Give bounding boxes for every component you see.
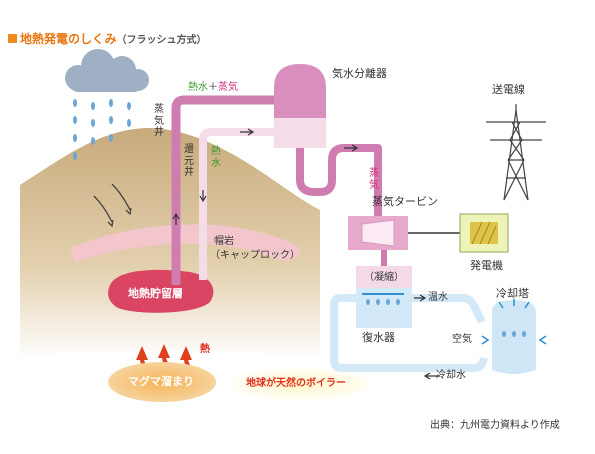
reinjection-pipe [199,128,278,280]
steam-well-pipe [171,95,278,285]
condenser-drops [366,299,400,305]
label-cooling-water: 冷却水 [436,370,466,381]
title-sub: （フラッシュ方式） [116,35,207,46]
cooling-flow-arrows [414,294,440,380]
label-condenser: 復水器 [362,331,395,344]
condensation-box [356,266,412,288]
caprock-layer [70,224,300,262]
label-reservoir: 地熱貯留層 [128,287,183,300]
label-steam: 蒸気 [218,82,238,93]
label-air: 空気 [452,334,472,345]
label-hot-water: 熱水 [188,82,208,93]
label-heat: 熱 [200,344,210,355]
rain-drops [73,99,131,160]
title-main: 地熱発電のしくみ [20,32,117,46]
magma-chamber [108,362,216,402]
title-marker-icon [8,34,17,43]
generator-housing [459,213,509,253]
label-separator: 気水分離器 [332,67,387,80]
label-boiler: 地球が天然のボイラー [246,378,346,389]
page-title: 地熱発電のしくみ（フラッシュ方式） [8,30,206,47]
label-hot-water-vertical: 熱水 [211,146,221,169]
label-caprock-1: 帽岩 [214,236,234,247]
label-caprock-2: （キャップロック） [210,250,300,261]
cooling-tower-arrows [481,299,547,345]
label-hot-water-plus-steam: 熱水＋蒸気 [188,82,238,94]
label-reinjection-well: 還元井 [184,144,194,178]
flow-arrows [172,128,359,225]
turbine-rotor [361,219,395,247]
cooling-loop [330,294,488,372]
boiler-glow [230,368,370,400]
label-cooling-tower: 冷却塔 [496,287,529,300]
cloud-icon [65,49,149,92]
generator-core [470,222,498,244]
label-transmission: 送電線 [492,83,525,96]
label-turbine: 蒸気タービン [372,195,438,208]
label-steam-well: 蒸気井 [154,104,164,138]
source-note: 出典：九州電力資料より作成 [430,420,560,431]
generator-hatch [471,221,497,245]
label-condensation: （凝縮） [364,272,404,283]
label-magma: マグマ溜まり [128,375,194,388]
label-plus: ＋ [208,82,218,93]
label-generator: 発電機 [470,259,503,272]
reservoir-shape [108,269,214,313]
transmission-tower-icon [486,104,546,201]
cooling-drops [502,331,526,337]
steam-line [296,144,382,218]
label-steam-vertical: 蒸気 [369,168,379,191]
label-warm-water: 温水 [428,292,448,303]
separator-lower [274,118,326,148]
seepage-arrows [93,183,132,228]
